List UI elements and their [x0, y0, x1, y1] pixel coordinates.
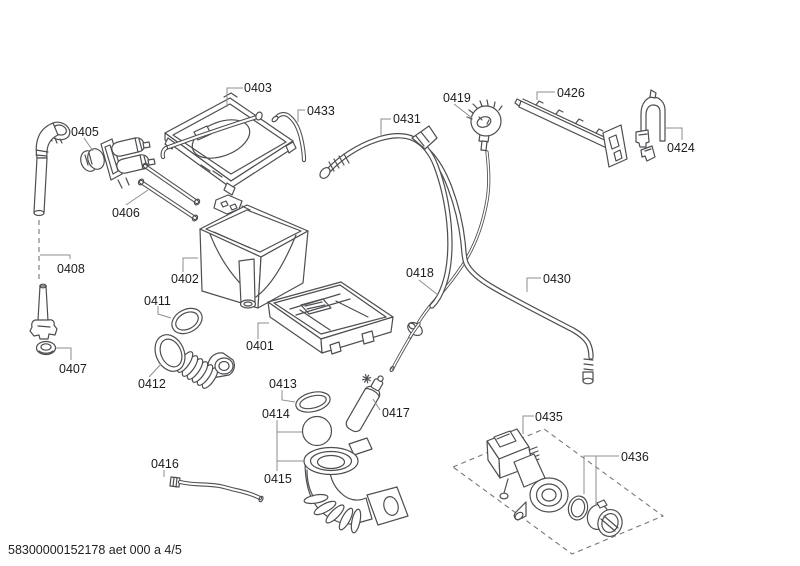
leader-0418 [418, 279, 439, 296]
part-label-0433: 0433 [307, 104, 335, 118]
leader-0406 [125, 189, 149, 206]
leader-0433 [297, 109, 305, 122]
part-0430-drain-hose-drawing [425, 148, 594, 385]
part-label-0435: 0435 [535, 410, 563, 424]
inlet-elbow-drawing [33, 121, 71, 282]
leader-0413 [281, 390, 296, 403]
part-label-0406: 0406 [112, 206, 140, 220]
part-0415-sump-elbow-drawing [303, 437, 409, 534]
part-0407-seal-washer-drawing [35, 340, 57, 356]
part-label-0401: 0401 [246, 339, 274, 353]
leader-0426 [536, 91, 555, 100]
leader-0414-0415 [276, 420, 304, 471]
part-label-0426: 0426 [557, 86, 585, 100]
leader-0424 [666, 127, 683, 140]
part-label-0424: 0424 [667, 141, 695, 155]
leader-0405 [83, 137, 94, 152]
part-0413-o-ring-drawing [295, 391, 331, 413]
part-0408-standpipe-drawing [29, 283, 58, 340]
leader-0402 [182, 257, 198, 272]
part-0417-cartridge-drawing [345, 374, 384, 433]
part-0426-mounting-rail-drawing [514, 98, 656, 168]
leader-0408 [40, 254, 71, 259]
part-0419-pressure-switch-drawing [466, 99, 503, 152]
leader-0430 [526, 277, 541, 292]
part-0412-bellows-hose-drawing [154, 334, 235, 389]
leader-0431 [380, 118, 391, 137]
doc-code: 58300000152178 aet 000 a 4/5 [8, 543, 182, 557]
leader-0401 [257, 322, 269, 339]
part-label-0411: 0411 [144, 294, 171, 308]
part-0406-connection-tubes-drawing [137, 162, 201, 222]
part-label-0407: 0407 [59, 362, 87, 376]
part-label-0413: 0413 [269, 377, 297, 391]
leader-0419 [453, 103, 473, 119]
leader-0436 [583, 455, 619, 506]
part-label-0408: 0408 [57, 262, 85, 276]
part-label-0430: 0430 [543, 272, 571, 286]
part-label-0412: 0412 [138, 377, 166, 391]
part-label-0405: 0405 [71, 125, 99, 139]
part-label-0436: 0436 [621, 450, 649, 464]
part-0436-filter-cap-drawing [567, 495, 623, 538]
part-label-0403: 0403 [244, 81, 272, 95]
leader-0411 [157, 306, 172, 319]
leader-0407 [56, 347, 72, 360]
part-label-0419: 0419 [443, 91, 471, 105]
part-labels: 0403 0433 0431 0419 0426 0424 0405 0406 … [57, 81, 695, 486]
part-label-0418: 0418 [406, 266, 434, 280]
part-label-0416: 0416 [151, 457, 179, 471]
part-0424-hose-holder-drawing [635, 89, 666, 148]
part-0403-top-cover-drawing [160, 92, 297, 196]
part-0435-drain-pump-drawing [451, 428, 665, 555]
hose-mounting-flag [411, 125, 438, 150]
part-0405-inlet-valve-drawing [80, 137, 156, 189]
leader-0403 [226, 87, 243, 107]
leader-0417 [372, 398, 381, 411]
leader-lines [40, 87, 683, 506]
part-0416-drain-tube-drawing [169, 476, 264, 503]
part-0418-pressure-hose-drawing [389, 150, 491, 373]
leader-0412 [148, 363, 162, 378]
part-0433-vent-hose-drawing [271, 112, 307, 163]
part-label-0415: 0415 [264, 472, 292, 486]
part-0431-inlet-hose-drawing [319, 125, 453, 309]
part-label-0402: 0402 [171, 272, 199, 286]
part-0411-o-ring-drawing [171, 307, 203, 335]
leader-0435 [522, 415, 534, 434]
part-label-0431: 0431 [393, 112, 421, 126]
part-0402-dispenser-housing-drawing [199, 194, 309, 309]
part-label-0414: 0414 [262, 407, 290, 421]
part-label-0417: 0417 [382, 406, 410, 420]
part-0401-detergent-drawer-drawing [267, 281, 394, 355]
part-0414-check-ball-drawing [301, 415, 333, 447]
